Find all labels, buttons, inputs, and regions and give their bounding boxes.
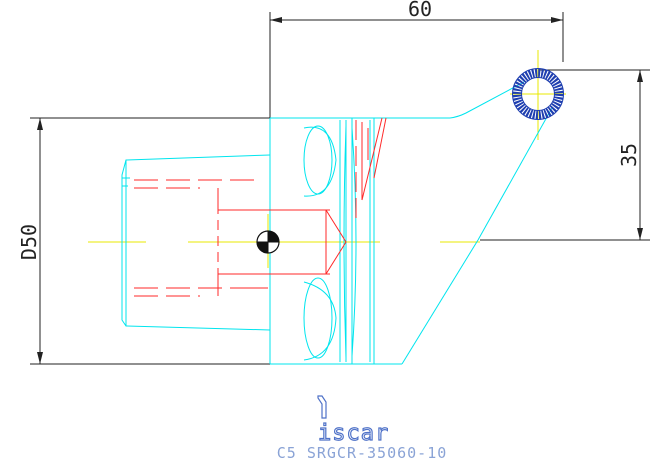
dimension-lines [30, 12, 650, 365]
tool-outline [121, 81, 553, 365]
center-lines [88, 50, 566, 268]
dimension-60-label: 60 [408, 0, 432, 21]
dimension-d50-label: D50 [17, 224, 41, 260]
part-number-caption: C5 SRGCR-35060-10 [277, 444, 448, 460]
hidden-lines [134, 117, 387, 297]
brand-logo-text: iscar [318, 421, 389, 446]
center-mark-symbol [256, 230, 280, 254]
brand-logo: iscar [317, 395, 389, 447]
dimension-35-label: 35 [617, 143, 641, 167]
dimension-arrows [37, 17, 643, 364]
round-insert [512, 68, 564, 120]
